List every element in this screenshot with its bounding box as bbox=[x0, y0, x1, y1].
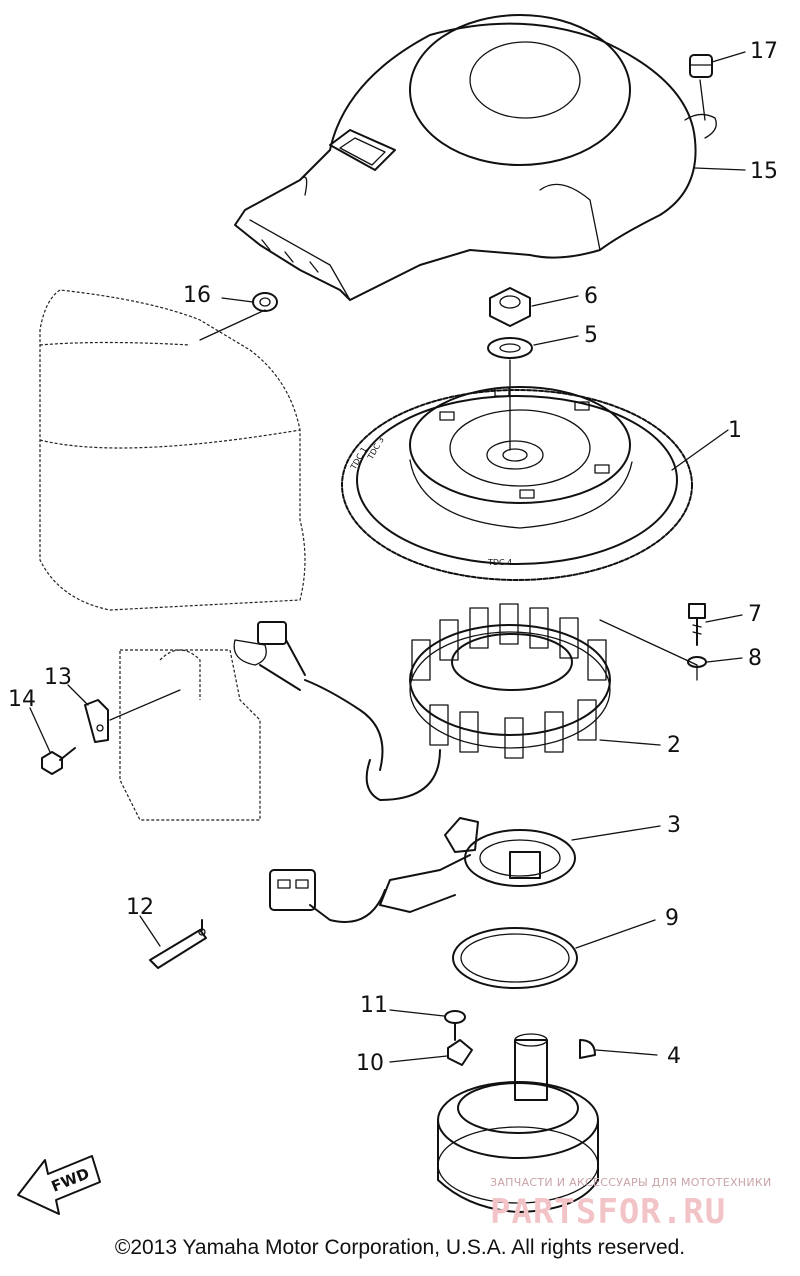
bracket-13[interactable] bbox=[84, 689, 181, 743]
leader-lines bbox=[29, 51, 746, 1063]
callout-2: 2 bbox=[667, 733, 681, 758]
callout-17: 17 bbox=[750, 39, 778, 64]
stator-wire-harness bbox=[233, 621, 441, 801]
callout-14: 14 bbox=[8, 687, 36, 712]
watermark-tagline: ЗАПЧАСТИ И АКСЕССУАРЫ ДЛЯ МОТОТЕХНИКИ bbox=[490, 1176, 772, 1189]
ring-9[interactable] bbox=[452, 927, 578, 989]
fwd-direction-arrow: FWD bbox=[17, 1155, 101, 1215]
link-plate-12[interactable] bbox=[149, 919, 207, 969]
grommet-17[interactable] bbox=[689, 54, 713, 78]
callout-4: 4 bbox=[667, 1044, 681, 1069]
flywheel-nut[interactable] bbox=[489, 287, 531, 327]
callout-6: 6 bbox=[584, 284, 598, 309]
callout-8: 8 bbox=[748, 646, 762, 671]
flywheel[interactable] bbox=[341, 386, 693, 581]
flywheel-mark-tdc4: TDC 4 bbox=[487, 558, 512, 567]
callout-7: 7 bbox=[748, 602, 762, 627]
woodruff-key-4[interactable] bbox=[579, 1039, 596, 1059]
callout-12: 12 bbox=[126, 895, 154, 920]
callout-11: 11 bbox=[360, 993, 388, 1018]
fwd-label: FWD bbox=[49, 1164, 92, 1195]
screw-11[interactable] bbox=[444, 1010, 466, 1041]
callout-5: 5 bbox=[584, 323, 598, 348]
copyright-notice: ©2013 Yamaha Motor Corporation, U.S.A. A… bbox=[114, 1236, 686, 1259]
bolt-7[interactable] bbox=[688, 603, 706, 646]
callout-10: 10 bbox=[356, 1051, 384, 1076]
watermark-brand: PARTSFOR.RU bbox=[490, 1192, 727, 1232]
callout-3: 3 bbox=[667, 813, 681, 838]
callout-1: 1 bbox=[728, 418, 742, 443]
grommet-16[interactable] bbox=[252, 292, 278, 312]
crankshaft-lower-assembly bbox=[437, 1033, 599, 1213]
engine-block-outline bbox=[39, 289, 306, 821]
clamp-10[interactable] bbox=[447, 1039, 473, 1066]
callout-9: 9 bbox=[665, 906, 679, 931]
washer[interactable] bbox=[487, 337, 533, 359]
callout-15: 15 bbox=[750, 159, 778, 184]
pulser-coil-assembly[interactable] bbox=[269, 817, 576, 923]
callout-16: 16 bbox=[183, 283, 211, 308]
bolt-14[interactable] bbox=[41, 747, 76, 775]
callout-labels: 17 15 16 6 5 1 7 8 13 14 2 3 12 9 11 4 1… bbox=[8, 39, 778, 1076]
callout-13: 13 bbox=[44, 665, 72, 690]
stator[interactable] bbox=[409, 603, 611, 759]
flywheel-cover[interactable] bbox=[234, 14, 717, 301]
